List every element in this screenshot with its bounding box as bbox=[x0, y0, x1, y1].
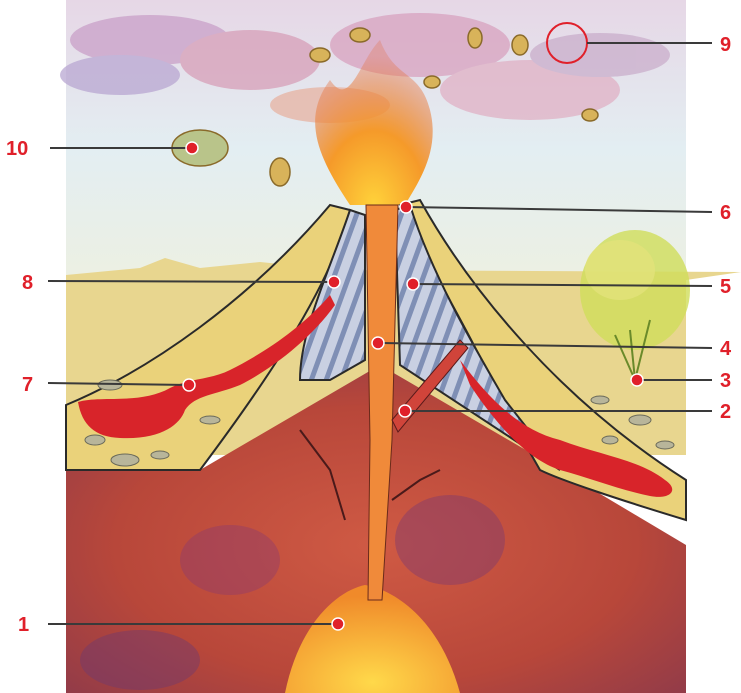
label-2: 2 bbox=[720, 401, 731, 423]
label-5: 5 bbox=[720, 276, 731, 298]
label-1: 1 bbox=[18, 614, 29, 636]
label-3: 3 bbox=[720, 370, 731, 392]
label-9: 9 bbox=[720, 34, 731, 56]
label-6: 6 bbox=[720, 202, 731, 224]
label-8: 8 bbox=[22, 272, 33, 294]
label-4: 4 bbox=[720, 338, 732, 360]
label-10: 10 bbox=[6, 138, 28, 160]
label-7: 7 bbox=[22, 374, 33, 396]
